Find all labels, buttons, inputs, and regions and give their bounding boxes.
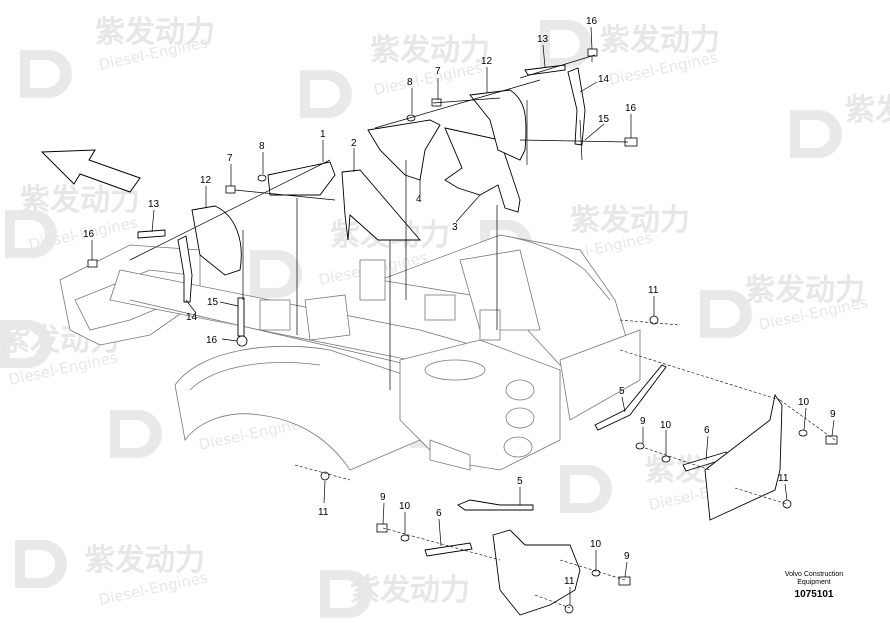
callouts: 16 13 12 14 16 15 8 7 1 2 4 3 7 8 12 13 … [83,16,836,587]
watermark-cn: 紫发动力 [85,543,205,578]
hardware [87,48,838,614]
callout-1: 1 [320,129,326,140]
part-13-bracket [137,229,166,239]
nut-icon [320,471,330,481]
callout-4: 4 [416,194,422,205]
nut-icon [782,499,792,509]
direction-arrow-icon [40,149,141,193]
callout-8: 8 [259,141,265,152]
part-14-strip-left [177,235,193,303]
leader-lines [91,26,835,605]
caption-maker-line1: Volvo Construction [785,571,843,578]
watermark-logo-icon [5,210,57,258]
part-right-flap [704,393,783,521]
callout-16: 16 [586,16,598,27]
watermark-logo-icon [540,20,592,68]
washer-icon [661,455,671,463]
nut-icon [564,604,574,614]
watermark-cn: 紫发动力 [600,23,720,58]
watermark-logo-icon [110,410,162,458]
watermark-logo-icon [300,70,352,118]
callout-5: 5 [517,476,523,487]
part-lower-flap [492,529,581,616]
watermark-cn: 紫发动力 [95,15,215,50]
bolt-icon [87,259,98,268]
callout-13: 13 [148,199,160,210]
callout-9: 9 [624,551,630,562]
bolt-icon [825,435,838,445]
machine-frame [59,234,641,471]
washer-icon [406,114,416,122]
part-5-strip [594,364,667,431]
watermark-cn: 紫发动力 [845,93,890,128]
washer-icon [400,534,410,542]
callout-11: 11 [564,576,575,587]
part-4-panel [367,119,441,181]
callout-2: 2 [351,138,357,149]
callout-11: 11 [648,285,659,296]
callout-10: 10 [590,539,602,550]
callout-15: 15 [598,114,610,125]
watermark-logo-icon [20,50,72,98]
part-1-panel [267,161,336,196]
watermark-cn: 紫发动力 [350,573,470,608]
callout-11: 11 [778,473,789,484]
washer-icon [798,429,808,437]
watermark-logo-icon [0,320,52,368]
watermark-logo-icon [250,250,302,298]
callout-15: 15 [207,297,219,308]
watermark-logo-icon [700,290,752,338]
watermark-logo-icon [320,570,372,618]
callout-10: 10 [798,397,810,408]
bolt-icon [618,576,631,586]
callout-13: 13 [537,34,549,45]
callout-6: 6 [436,508,442,519]
callout-9: 9 [380,492,386,503]
watermark-cn: 紫发动力 [370,33,490,68]
callout-6: 6 [704,425,710,436]
part-14-strip [567,67,586,146]
part-12-cover-left [191,205,242,276]
callout-7: 7 [227,153,233,164]
callout-10: 10 [660,420,672,431]
watermark-logo-icon [560,465,612,513]
callout-9: 9 [830,409,836,420]
callout-10: 10 [399,501,411,512]
callout-11: 11 [318,507,329,518]
part-shapes [137,64,783,616]
callout-12: 12 [200,175,212,186]
callout-16: 16 [83,229,95,240]
callout-14: 14 [186,312,198,323]
callout-14: 14 [598,74,610,85]
part-6-bar-lower [424,542,473,557]
part-12-cover [469,89,527,161]
watermark-logo-icon [15,540,67,588]
callout-12: 12 [481,56,493,67]
callout-3: 3 [452,222,458,233]
watermark-cn: 紫发动力 [570,203,690,238]
part-5-strip-lower [457,499,534,511]
callout-8: 8 [407,77,413,88]
drawing-number: 1075101 [795,589,834,600]
drawing-caption: Volvo Construction Equipment 1075101 [785,571,843,600]
assembly-lines [129,54,836,609]
caption-maker-line2: Equipment [797,579,831,586]
washer-icon [257,174,267,182]
part-2-panel [341,169,421,241]
callout-7: 7 [435,66,441,77]
bolt-icon [376,523,388,533]
callout-16: 16 [206,335,218,346]
part-15-pin [237,297,245,337]
bolt-icon [225,185,236,194]
watermark-cn: 紫发动力 [745,273,865,308]
callout-16: 16 [625,103,637,114]
washer-icon [635,442,645,450]
watermark-logo-icon [790,110,842,158]
nut-icon [236,335,248,347]
callout-9: 9 [640,416,646,427]
callout-5: 5 [619,386,625,397]
